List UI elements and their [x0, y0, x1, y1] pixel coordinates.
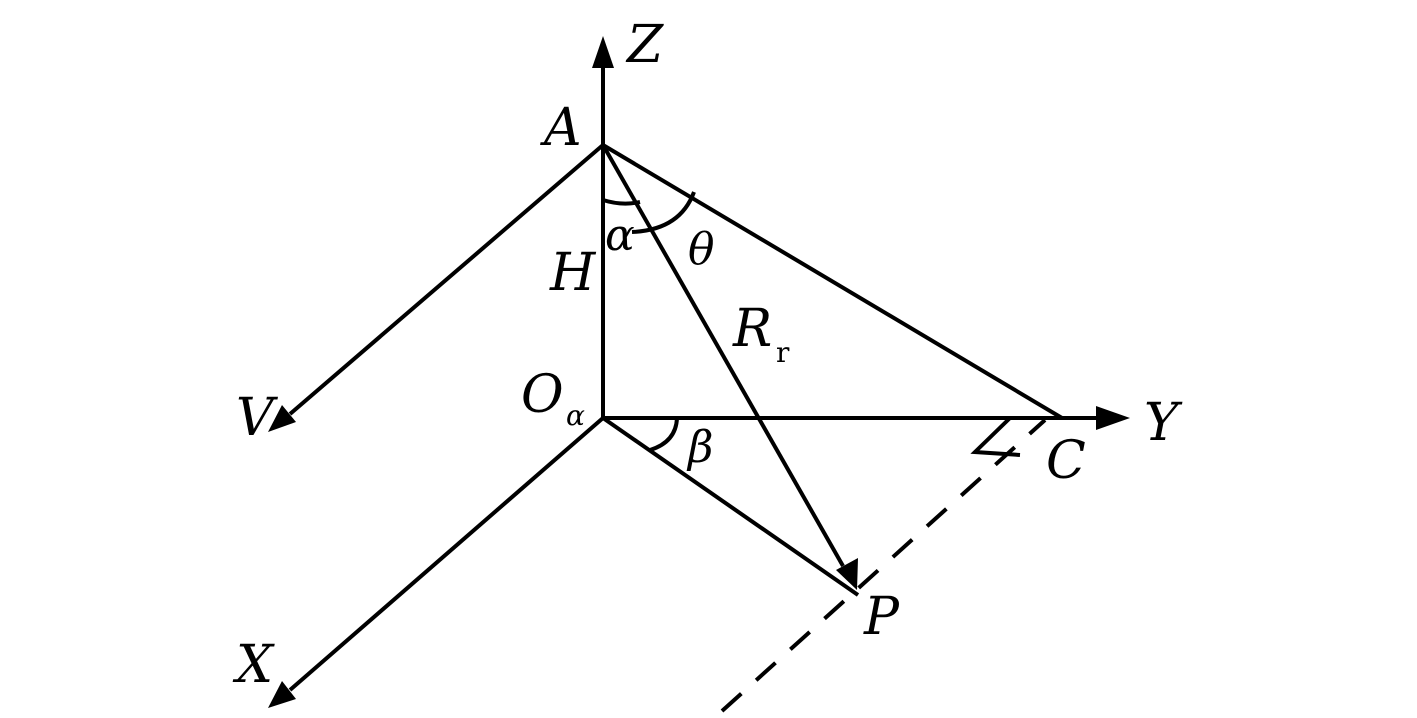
beta-arc: [649, 417, 679, 452]
x-axis-arrowhead: [268, 681, 296, 708]
label-o: O: [521, 365, 564, 425]
label-v: V: [236, 388, 278, 448]
label-beta: β: [686, 422, 713, 473]
z-axis-arrowhead: [592, 36, 614, 68]
right-angle-marker: [970, 416, 1021, 457]
label-h: H: [549, 243, 597, 303]
label-y: Y: [1144, 393, 1183, 453]
v-axis-arrowhead: [268, 405, 296, 432]
label-a: A: [540, 98, 582, 158]
label-z: Z: [625, 15, 664, 75]
x-axis: [288, 416, 605, 692]
label-r: R: [732, 299, 772, 359]
line-a-p-range: [601, 144, 845, 567]
label-r-subscript: r: [776, 336, 790, 369]
label-alpha: α: [605, 210, 635, 261]
label-p: P: [863, 587, 900, 647]
alpha-arc: [602, 198, 641, 206]
dashed-projection-line: [720, 418, 1047, 713]
line-o-p: [601, 416, 860, 597]
label-c: C: [1046, 431, 1086, 491]
y-axis-arrowhead: [1096, 406, 1130, 430]
label-x: X: [232, 635, 275, 695]
v-axis: [288, 143, 605, 416]
theta-arc: [631, 191, 696, 234]
range-arrowhead: [836, 558, 858, 590]
line-a-c: [601, 143, 1064, 420]
label-o-subscript: α: [566, 399, 585, 432]
label-theta: θ: [688, 224, 715, 275]
